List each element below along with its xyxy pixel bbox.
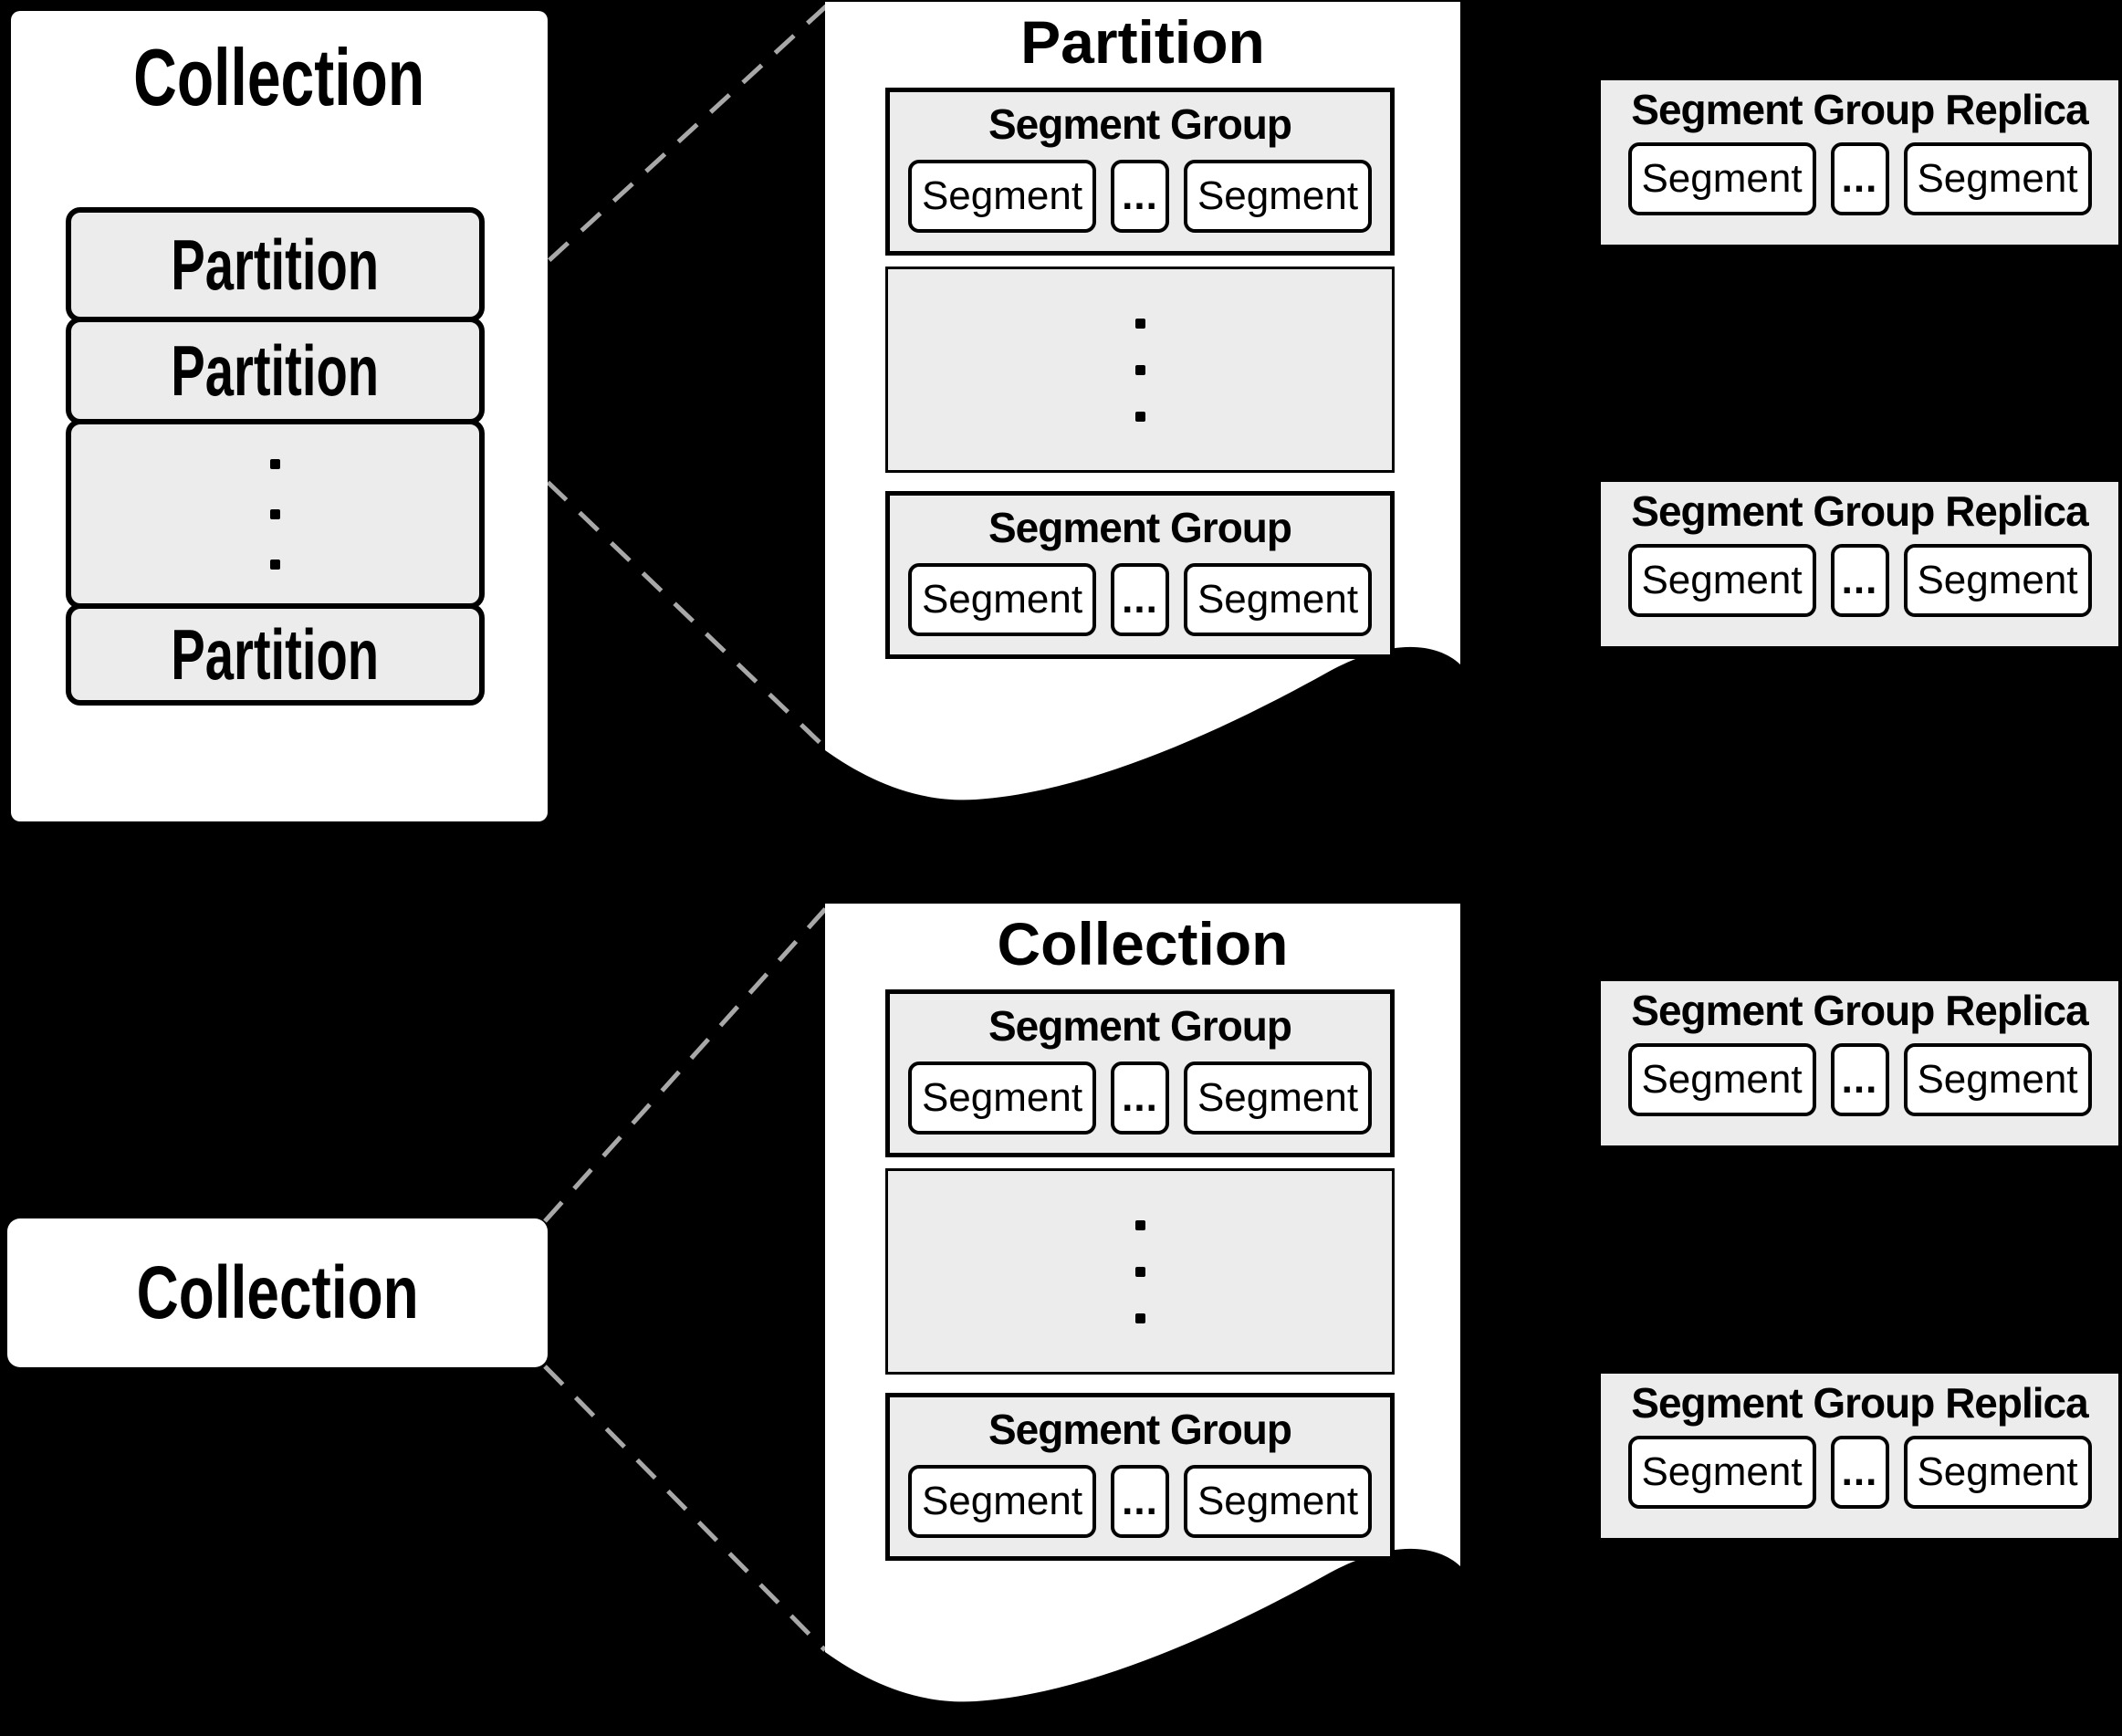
segment-group-title: Segment Group xyxy=(988,1002,1292,1050)
vertical-ellipsis-icon xyxy=(270,458,280,570)
zoom-connector-line xyxy=(483,4,829,321)
zoom-connector-line xyxy=(543,905,829,1223)
segment-row: Segment ... Segment xyxy=(1627,1043,2092,1116)
segment-row: Segment ... Segment xyxy=(1627,1436,2092,1509)
ellipsis-box: ... xyxy=(1830,1043,1889,1116)
vertical-ellipsis-icon xyxy=(1134,1219,1145,1323)
segment-group-title: Segment Group xyxy=(988,1406,1292,1453)
segment-box: Segment xyxy=(1903,1436,2092,1509)
segment-box: Segment xyxy=(1627,544,1816,617)
segment-group-box: Segment Group Segment ... Segment xyxy=(885,989,1395,1157)
partition-stack: Partition Partition Partition xyxy=(66,207,485,706)
segment-group-box: Segment Group Segment ... Segment xyxy=(885,1393,1395,1561)
segment-box: Segment xyxy=(1184,563,1372,636)
ellipsis-box: ... xyxy=(1111,1465,1169,1538)
segment-box: Segment xyxy=(908,1061,1096,1135)
vertical-ellipsis-icon xyxy=(1134,318,1145,422)
segment-row: Segment ... Segment xyxy=(908,1465,1372,1538)
replica-title: Segment Group Replica xyxy=(1631,86,2088,133)
collection-title: Collection xyxy=(136,1250,419,1334)
segment-row: Segment ... Segment xyxy=(908,160,1372,233)
collection-title: Collection xyxy=(133,32,425,122)
zoom-connector-line xyxy=(543,1365,827,1652)
zoom-connector-line xyxy=(483,420,828,750)
ellipsis-box: ... xyxy=(1830,544,1889,617)
segment-box: Segment xyxy=(1627,1043,1816,1116)
segment-box: Segment xyxy=(908,563,1096,636)
ellipsis-box: ... xyxy=(1111,1061,1169,1135)
collection-box: Collection xyxy=(7,1218,548,1367)
partition-item: Partition xyxy=(66,603,485,706)
segment-group-title: Segment Group xyxy=(988,504,1292,551)
replica-title: Segment Group Replica xyxy=(1631,1379,2088,1427)
ellipsis-box: ... xyxy=(1830,142,1889,215)
collection-detail-panel: Collection Segment Group Segment ... Seg… xyxy=(825,904,1460,1707)
segment-group-replica-box: Segment Group Replica Segment ... Segmen… xyxy=(1601,981,2118,1145)
segment-box: Segment xyxy=(1184,1061,1372,1135)
segment-box: Segment xyxy=(1184,160,1372,233)
partition-detail-panel: Partition Segment Group Segment ... Segm… xyxy=(825,2,1460,805)
panel-title: Collection xyxy=(997,910,1289,978)
segment-row: Segment ... Segment xyxy=(1627,142,2092,215)
segment-box: Segment xyxy=(1903,544,2092,617)
segment-box: Segment xyxy=(908,1465,1096,1538)
panel-title: Partition xyxy=(1020,8,1265,76)
segment-box: Segment xyxy=(1627,1436,1816,1509)
segment-group-replica-box: Segment Group Replica Segment ... Segmen… xyxy=(1601,482,2118,646)
segment-box: Segment xyxy=(908,160,1096,233)
segment-row: Segment ... Segment xyxy=(1627,544,2092,617)
more-segment-groups-box xyxy=(885,1168,1395,1375)
ellipsis-box: ... xyxy=(1111,563,1169,636)
segment-row: Segment ... Segment xyxy=(908,563,1372,636)
segment-group-replica-box: Segment Group Replica Segment ... Segmen… xyxy=(1601,1374,2118,1538)
segment-box: Segment xyxy=(1184,1465,1372,1538)
segment-row: Segment ... Segment xyxy=(908,1061,1372,1135)
partition-item: Partition xyxy=(66,207,485,322)
segment-group-box: Segment Group Segment ... Segment xyxy=(885,491,1395,659)
more-segment-groups-box xyxy=(885,267,1395,473)
ellipsis-box: ... xyxy=(1111,160,1169,233)
segment-box: Segment xyxy=(1903,1043,2092,1116)
ellipsis-box: ... xyxy=(1830,1436,1889,1509)
segment-group-title: Segment Group xyxy=(988,100,1292,148)
segment-box: Segment xyxy=(1903,142,2092,215)
segment-group-box: Segment Group Segment ... Segment xyxy=(885,88,1395,256)
more-partitions-box xyxy=(66,419,485,609)
segment-group-replica-box: Segment Group Replica Segment ... Segmen… xyxy=(1601,80,2118,245)
replica-title: Segment Group Replica xyxy=(1631,487,2088,535)
partition-item: Partition xyxy=(66,317,485,424)
collection-box: Collection Partition Partition Partition xyxy=(11,11,548,821)
replica-title: Segment Group Replica xyxy=(1631,987,2088,1034)
segment-box: Segment xyxy=(1627,142,1816,215)
